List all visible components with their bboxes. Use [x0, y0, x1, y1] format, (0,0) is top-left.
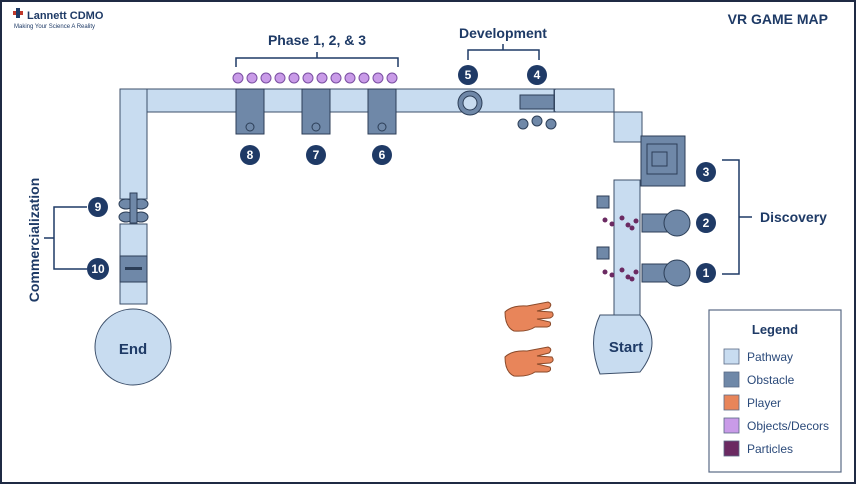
marker-10: 10: [87, 258, 109, 280]
legend-item-player: Player: [723, 394, 781, 411]
svg-text:1: 1: [703, 266, 710, 280]
pathway: [94, 88, 653, 386]
marker-5: 5: [458, 65, 478, 85]
start-pad: [593, 314, 653, 375]
marker-9: 9: [88, 197, 108, 217]
svg-text:Pathway: Pathway: [747, 350, 793, 364]
marker-4: 4: [527, 65, 547, 85]
legend-item-obstacle: Obstacle: [723, 371, 795, 388]
obstacle-6: [367, 88, 397, 135]
marker-3: 3: [696, 162, 716, 182]
marker-6: 6: [372, 145, 392, 165]
discovery-label: Discovery: [760, 209, 827, 225]
end-circle: [94, 308, 172, 386]
small-obstacles: [596, 195, 610, 260]
svg-text:Player: Player: [747, 396, 781, 410]
marker-8: 8: [240, 145, 260, 165]
svg-text:10: 10: [91, 262, 105, 276]
end-label: End: [119, 341, 147, 358]
legend-item-pathway: Pathway: [723, 348, 793, 365]
markers: 1 2 3 4 5 6 7 8 9 10: [87, 65, 716, 283]
svg-text:Particles: Particles: [747, 442, 793, 456]
obstacle-7: [301, 88, 331, 135]
svg-text:9: 9: [95, 200, 102, 214]
particles: [602, 215, 639, 282]
pathway-right: [613, 179, 641, 316]
pathway-left-mid: [119, 223, 148, 257]
obstacle-3: [640, 135, 686, 187]
map-title: VR GAME MAP: [728, 11, 828, 27]
player-hand-upper: [504, 301, 554, 332]
svg-text:3: 3: [703, 165, 710, 179]
legend-item-decor: Objects/Decors: [723, 417, 829, 434]
obstacle-4: [517, 94, 557, 130]
svg-text:2: 2: [703, 216, 710, 230]
phases-label: Phase 1, 2, & 3: [268, 32, 366, 48]
commercialization-label: Commercialization: [26, 178, 42, 302]
svg-text:7: 7: [313, 148, 320, 162]
pathway-top: [119, 88, 555, 113]
svg-text:Obstacle: Obstacle: [747, 373, 795, 387]
legend: Legend Pathway Obstacle Player Objects/D…: [708, 309, 842, 473]
legend-item-particles: Particles: [723, 440, 793, 457]
obstacle-1: [641, 259, 691, 287]
group-brackets: [44, 44, 752, 275]
svg-text:5: 5: [465, 68, 472, 82]
pathway-left-lower: [119, 281, 148, 305]
player-hands: [504, 301, 554, 377]
start-label: Start: [609, 339, 643, 356]
svg-text:8: 8: [247, 148, 254, 162]
obstacle-10: [119, 255, 148, 283]
development-label: Development: [459, 25, 547, 41]
phase-obstacles: [235, 88, 397, 135]
obstacle-2: [641, 209, 691, 237]
marker-2: 2: [696, 213, 716, 233]
marker-1: 1: [696, 263, 716, 283]
obstacle-9: [118, 192, 149, 224]
brand-name: Lannett CDMO: [27, 10, 104, 22]
svg-text:4: 4: [534, 68, 541, 82]
svg-text:Objects/Decors: Objects/Decors: [747, 419, 829, 433]
legend-title: Legend: [752, 322, 798, 337]
brand-tagline: Making Your Science A Reality: [14, 24, 95, 30]
decor-row: [232, 72, 398, 84]
obstacle-5: [457, 90, 483, 116]
obstacle-8: [235, 88, 265, 135]
brand-logo: Lannett CDMO Making Your Science A Reali…: [13, 8, 104, 30]
player-hand-lower: [504, 346, 554, 377]
marker-7: 7: [306, 145, 326, 165]
logo-cross-v: [16, 8, 20, 18]
svg-text:6: 6: [379, 148, 386, 162]
